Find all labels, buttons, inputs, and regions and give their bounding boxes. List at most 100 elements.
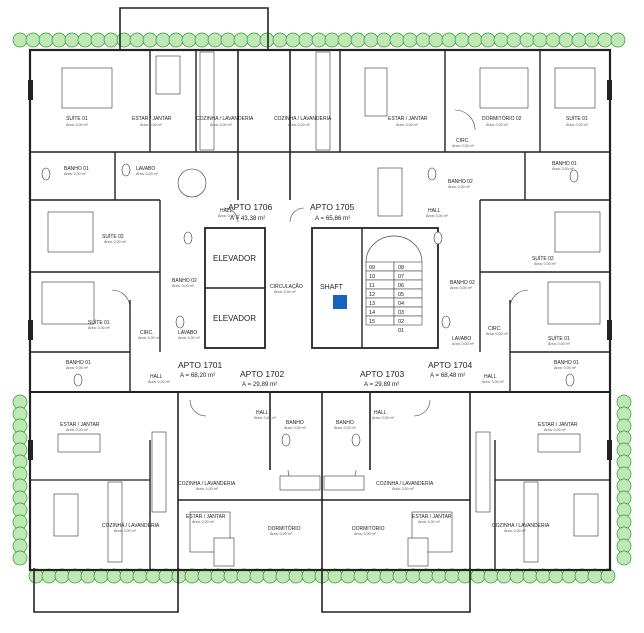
apt-1704-name: APTO 1704 <box>428 360 473 370</box>
tree-icon <box>467 32 483 48</box>
stair-number: 15 <box>369 319 375 325</box>
room-banho02-r: BANHO 02 <box>450 280 475 286</box>
room-circ-tr: CIRC. <box>456 138 470 144</box>
room-coz-br-area: Área: 0,00 m² <box>504 529 527 533</box>
room-hall-mr: HALL <box>484 374 497 380</box>
tree-icon <box>233 32 249 48</box>
room-dorm-bcl: DORMITÓRIO <box>268 525 301 532</box>
tree-icon <box>64 32 80 48</box>
tree-icon <box>493 32 509 48</box>
room-banho01-l: BANHO 01 <box>64 166 89 172</box>
tree-icon <box>194 32 210 48</box>
room-hall-bl-area: Área: 0,00 m² <box>254 416 277 420</box>
elevator-2-label: ELEVADOR <box>213 314 256 323</box>
stair-number: 02 <box>398 319 404 325</box>
apt-1701-name: APTO 1701 <box>178 360 223 370</box>
tree-icon <box>350 32 366 48</box>
room-circ-mr-area: Área: 0,00 m² <box>486 332 509 336</box>
room-dorm-bcl-area: Área: 0,00 m² <box>270 532 293 536</box>
room-banho-br-area: Área: 0,00 m² <box>334 426 357 430</box>
room-lavabo-ml-area: Área: 0,00 m² <box>178 336 201 340</box>
room-coz-bcl: COZINHA / LAVANDERIA <box>178 481 236 487</box>
tree-icon <box>311 32 327 48</box>
stair-number: 01 <box>398 328 404 334</box>
room-estar-br-area: Área: 0,00 m² <box>544 428 567 432</box>
tree-icon <box>597 32 613 48</box>
apt-1705-name: APTO 1705 <box>310 202 355 212</box>
room-banho01-r: BANHO 01 <box>552 161 577 167</box>
room-estar-tr-area: Área: 0,00 m² <box>396 123 419 127</box>
room-hall-bl: HALL <box>256 410 269 416</box>
tree-icon <box>441 32 457 48</box>
room-dorm-bcr-area: Área: 0,00 m² <box>354 532 377 536</box>
tree-icon <box>480 32 496 48</box>
trees-right-column <box>616 394 632 566</box>
door-swings <box>111 109 529 485</box>
apt-1705-area: A = 65,86 m² <box>315 215 350 222</box>
trees-left-column <box>12 394 28 566</box>
stair-landing-arc <box>365 235 423 263</box>
tree-icon <box>519 32 535 48</box>
apt-1703-area: A = 29,89 m² <box>364 381 399 388</box>
stair-number: 05 <box>398 292 404 298</box>
elevator-1-label: ELEVADOR <box>213 254 256 263</box>
room-coz-tl-area: Área: 0,00 m² <box>210 123 233 127</box>
room-banho01-l-area: Área: 0,00 m² <box>64 172 87 176</box>
tree-icon <box>207 32 223 48</box>
room-banho02-tr: BANHO 02 <box>448 179 473 185</box>
room-circ-mr: CIRC. <box>488 326 502 332</box>
room-hall-r-area: Área: 0,00 m² <box>426 214 449 218</box>
room-hall-br-area: Área: 0,00 m² <box>372 416 395 420</box>
room-dorm-bcr: DORMITÓRIO <box>352 525 385 532</box>
stair-number: 03 <box>398 310 404 316</box>
tree-icon <box>272 32 288 48</box>
room-suite-01-tr-area: Área: 0,00 m² <box>566 123 589 127</box>
room-circ-tr-area: Área: 0,00 m² <box>452 144 475 148</box>
room-hall-mr-area: Área: 0,00 m² <box>482 380 505 384</box>
tree-icon <box>558 32 574 48</box>
room-hall-ml: HALL <box>150 374 163 380</box>
tree-icon <box>181 32 197 48</box>
room-suite01-mr: SUÍTE 01 <box>548 335 570 342</box>
circulation-label: CIRCULAÇÃO <box>270 283 303 290</box>
room-lavabo-ml: LAVABO <box>178 330 197 336</box>
apt-1702-name: APTO 1702 <box>240 369 285 379</box>
room-estar-bcr: ESTAR / JANTAR <box>412 514 452 520</box>
room-estar-tl-area: Área: 0,00 m² <box>140 123 163 127</box>
tree-icon <box>506 32 522 48</box>
room-suite-01-tr: SUÍTE 01 <box>566 115 588 122</box>
room-suite01-ml: SUÍTE 01 <box>88 319 110 326</box>
room-circ-ml: CIRC. <box>140 330 154 336</box>
tree-icon <box>142 32 158 48</box>
stair-number: 09 <box>369 265 375 271</box>
tree-icon <box>77 32 93 48</box>
tree-icon <box>402 32 418 48</box>
room-coz-bcl-area: Área: 0,00 m² <box>196 487 219 491</box>
room-banho-bl: BANHO <box>286 420 304 426</box>
room-suite01-mr-area: Área: 0,00 m² <box>548 342 571 346</box>
tree-icon <box>168 32 184 48</box>
room-coz-tr-area: Área: 0,00 m² <box>288 123 311 127</box>
room-labels: SUÍTE 01 Área: 0,00 m² ESTAR / JANTAR Ár… <box>60 115 589 536</box>
shaft-marker <box>333 295 347 309</box>
tree-icon <box>12 550 28 566</box>
room-estar-bcl: ESTAR / JANTAR <box>186 514 226 520</box>
tree-icon <box>129 32 145 48</box>
stair-number: 10 <box>369 274 375 280</box>
tree-icon <box>90 32 106 48</box>
stair-number: 13 <box>369 301 375 307</box>
tree-icon <box>246 32 262 48</box>
room-estar-tr: ESTAR / JANTAR <box>388 116 428 122</box>
room-banho01-mr-area: Área: 0,00 m² <box>554 366 577 370</box>
stair-number: 04 <box>398 301 404 307</box>
room-banho01-ml: BANHO 01 <box>66 360 91 366</box>
room-banho01-ml-area: Área: 0,00 m² <box>66 366 89 370</box>
room-suite-01-tl-area: Área: 0,00 m² <box>66 123 89 127</box>
room-estar-bl-area: Área: 0,00 m² <box>66 428 89 432</box>
stair-number: 14 <box>369 310 375 316</box>
room-estar-bcr-area: Área: 0,00 m² <box>418 520 441 524</box>
room-dorm-02-tr-area: Área: 0,00 m² <box>486 123 509 127</box>
tree-icon <box>363 32 379 48</box>
stair-number: 11 <box>369 283 375 289</box>
